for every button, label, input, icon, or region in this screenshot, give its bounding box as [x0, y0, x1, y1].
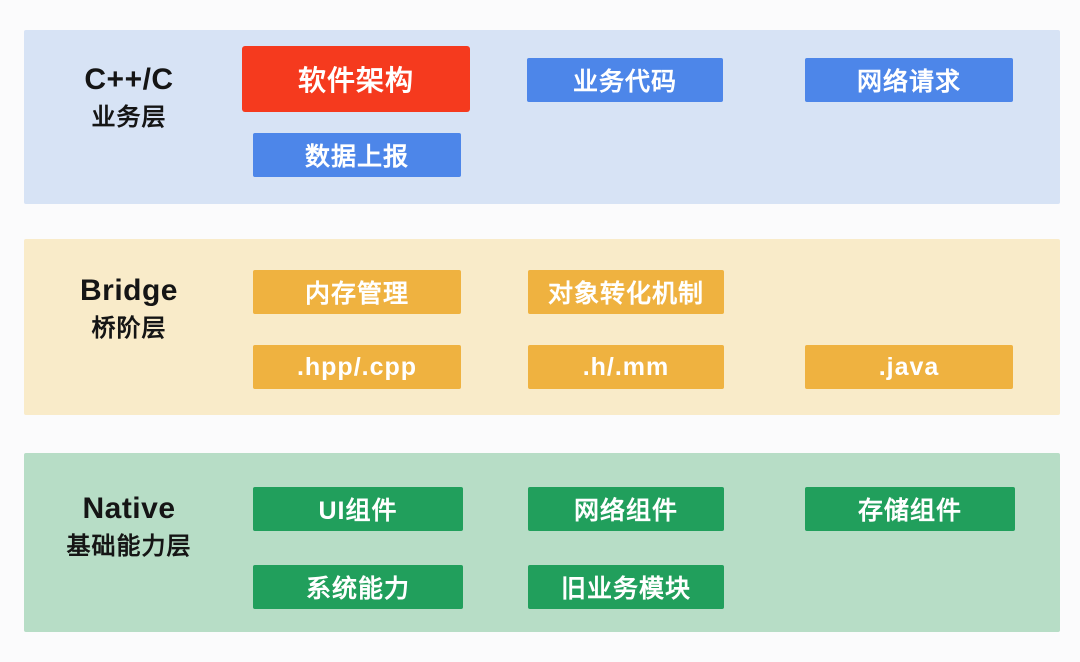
layer-native: Native 基础能力层 UI组件 网络组件 存储组件 系统能力 旧业务模块: [24, 453, 1060, 632]
block-ui-components: UI组件: [253, 487, 463, 531]
block-network-components: 网络组件: [528, 487, 724, 531]
block-java-files: .java: [805, 345, 1013, 389]
block-data-reporting: 数据上报: [253, 133, 461, 177]
block-network-request: 网络请求: [805, 58, 1013, 102]
block-business-code: 业务代码: [527, 58, 723, 102]
block-object-conversion: 对象转化机制: [528, 270, 724, 314]
block-system-capability: 系统能力: [253, 565, 463, 609]
layer-label-native: Native 基础能力层: [24, 491, 234, 562]
layer-title-cpp: C++/C: [84, 63, 174, 96]
block-legacy-business-module: 旧业务模块: [528, 565, 724, 609]
block-storage-components: 存储组件: [805, 487, 1015, 531]
layer-subtitle-base-capability: 基础能力层: [66, 533, 192, 560]
layer-bridge: Bridge 桥阶层 内存管理 对象转化机制 .hpp/.cpp .h/.mm …: [24, 239, 1060, 415]
block-software-architecture: 软件架构: [242, 46, 470, 112]
block-h-mm-files: .h/.mm: [528, 345, 724, 389]
block-hpp-cpp-files: .hpp/.cpp: [253, 345, 461, 389]
block-memory-management: 内存管理: [253, 270, 461, 314]
layer-label-bridge: Bridge 桥阶层: [24, 273, 234, 344]
layer-title-bridge: Bridge: [79, 274, 178, 307]
layer-title-native: Native: [82, 492, 176, 525]
layer-subtitle-bridge: 桥阶层: [91, 315, 167, 342]
layer-label-cpp-business: C++/C 业务层: [24, 62, 234, 133]
layer-cpp-business: C++/C 业务层 软件架构 业务代码 网络请求 数据上报: [24, 30, 1060, 204]
layer-subtitle-business: 业务层: [91, 104, 167, 131]
